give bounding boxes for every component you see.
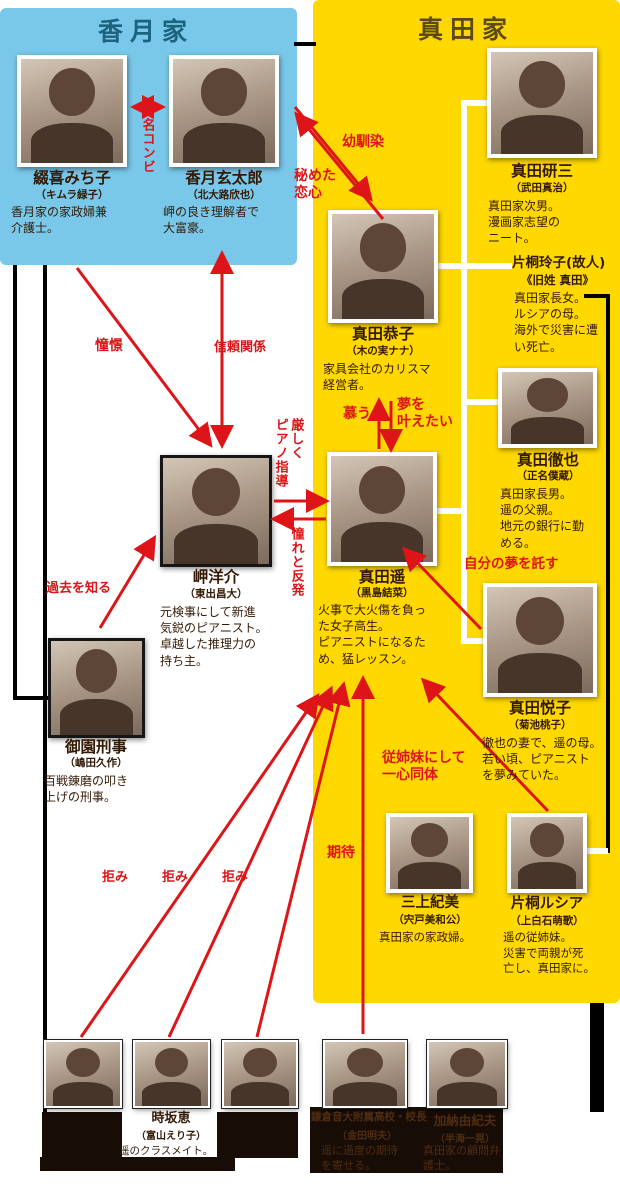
label-kobami-1: 拒み (102, 870, 129, 885)
desc-kenzo: 真田家次男。 漫画家志望の ニート。 (488, 199, 561, 246)
arrow-itoko (420, 677, 550, 813)
name-gentaro: 香月玄太郎 (185, 169, 263, 187)
photo-misono (48, 638, 145, 738)
bottom-right-bar (590, 1003, 604, 1112)
label-kako: 過去を知る (46, 581, 112, 596)
arrow-shokei (75, 267, 213, 448)
actor-principal: （金田明夫） (337, 1131, 397, 1142)
desc-gentaro: 岬の良き理解者で 大富豪。 (163, 205, 260, 236)
label-takusu: 自分の夢を託す (464, 556, 559, 572)
photo-lucia (507, 813, 587, 893)
name-haruka: 真田遥 (358, 568, 406, 586)
label-meikonbi: 名コンビ (139, 118, 155, 174)
desc-etsuko: 徹也の妻で、遥の母。 若い頃、ピアニスト を夢みていた。 (482, 736, 602, 783)
photo-michiko (17, 55, 127, 167)
label-itoko: 従姉妹にして 一心同体 (382, 750, 466, 783)
arrow-takusu (401, 546, 483, 631)
photo-etsuko (483, 583, 597, 697)
arrow-kako (98, 534, 157, 629)
desc-kano: 真田家の顧問弁 護士。 (423, 1144, 500, 1172)
desc-tokisaka: 遥のクラスメイト。 (119, 1145, 214, 1157)
sanada-family-title: 真田家 (418, 15, 515, 44)
name-reiko: 片桐玲子(故人) (512, 255, 606, 271)
label-hanpatsu: 憧れと反発 (288, 527, 304, 597)
desc-misono: 百戦錬磨の叩き 上げの刑事。 (44, 774, 129, 805)
name-misono: 御園刑事 (64, 738, 127, 756)
actor-gentaro: （北大路欣也） (187, 189, 261, 201)
label-kobami-2: 拒み (162, 870, 189, 885)
label-kitai: 期待 (327, 845, 355, 861)
name-kano: 加納由紀夫 (433, 1113, 497, 1128)
actor-tokisaka: （富山えり子） (136, 1131, 206, 1142)
actor-lucia: （上白石萌歌） (510, 915, 584, 927)
name-principal: 鎌倉音大附属高校・校長 (311, 1111, 427, 1123)
actor-tetsuya: （正名僕蔵） (516, 470, 580, 482)
katsuki-misono-line (13, 265, 49, 700)
desc-kimi: 真田家の家政婦。 (379, 930, 471, 944)
desc-lucia: 遥の従姉妹。 災害で両親が死 亡し、真田家に。 (503, 930, 595, 976)
actor-kimi: （宍戸美和公） (393, 914, 467, 926)
label-shitau: 慕う (343, 406, 371, 422)
photo-classmate-3 (221, 1039, 299, 1109)
photo-misaki (160, 455, 272, 567)
desc-haruka: 火事で大火傷を負っ た女子高生。 ピアニストになるた め、猛レッスン。 (318, 603, 427, 666)
katsuki-family-title: 香月家 (98, 17, 195, 46)
bottom-label-box (310, 1107, 503, 1173)
label-osananajimi: 幼馴染 (342, 134, 384, 150)
name-tetsuya: 真田徹也 (516, 451, 579, 469)
photo-kyoko (328, 210, 438, 323)
covered-name-box-3 (217, 1112, 298, 1158)
photo-gentaro (169, 55, 279, 167)
actor-misono: （嶋田久作） (64, 757, 128, 769)
actor-misaki: （東出昌大） (184, 588, 248, 600)
name-kyoko: 真田恭子 (351, 325, 414, 343)
actor-kano: （半海一晃） (435, 1134, 495, 1145)
arrow-kobami-3 (255, 681, 351, 1038)
actor-michiko: （キムラ緑子） (35, 189, 109, 201)
label-shinrai: 信頼関係 (214, 340, 267, 355)
name-lucia: 片桐ルシア (510, 896, 584, 912)
desc-tetsuya: 真田家長男。 遥の父親。 地元の銀行に勤 める。 (500, 487, 585, 550)
desc-michiko: 香月家の家政婦兼 介護士。 (11, 205, 108, 236)
photo-tetsuya (498, 368, 597, 448)
actor-kenzo: （武田真治） (510, 182, 574, 194)
photo-tokisaka (132, 1039, 211, 1109)
photo-kano (426, 1039, 508, 1109)
name-misaki: 岬洋介 (192, 568, 240, 586)
desc-principal: 遥に過度の期待 を寄せる。 (321, 1144, 398, 1172)
desc-reiko: 真田家長女。 ルシアの母。 海外で災害に遭 い死亡。 (514, 291, 599, 354)
maiden-reiko: 《旧姓 真田》 (521, 273, 595, 287)
arrow-kobami-1 (79, 693, 320, 1038)
photo-principal (322, 1039, 408, 1109)
arrow-himeta (294, 111, 385, 220)
desc-misaki: 元検事にして新進 気鋭のピアニスト。 卓越した推理力の 持ち主。 (160, 605, 268, 668)
covered-name-box-1 (42, 1112, 122, 1158)
label-himeta: 秘めた 恋心 (294, 168, 336, 201)
name-tokisaka: 時坂恵 (151, 1111, 191, 1126)
label-yume: 夢を 叶えたい (397, 397, 453, 430)
label-shido: 厳しく ピアノ指導 (272, 418, 304, 488)
photo-kenzo (487, 48, 597, 158)
actor-kyoko: （木の実ナナ） (346, 345, 420, 357)
name-etsuko: 真田悦子 (508, 699, 571, 717)
actor-etsuko: （菊池桃子） (508, 719, 572, 731)
label-kobami-3: 拒み (222, 870, 249, 885)
actor-haruka: （黒島結菜） (350, 587, 414, 599)
name-kenzo: 真田研三 (510, 162, 573, 180)
photo-kimi (386, 813, 473, 893)
name-michiko: 綴喜みち子 (33, 169, 111, 187)
bottom-black-bar (40, 1157, 235, 1171)
desc-kyoko: 家具会社のカリスマ 経営者。 (323, 362, 431, 393)
name-kimi: 三上紀美 (401, 895, 459, 911)
label-shokei: 憧憬 (95, 338, 123, 354)
arrow-kobami-2 (167, 685, 334, 1038)
photo-classmate-1 (43, 1039, 123, 1109)
